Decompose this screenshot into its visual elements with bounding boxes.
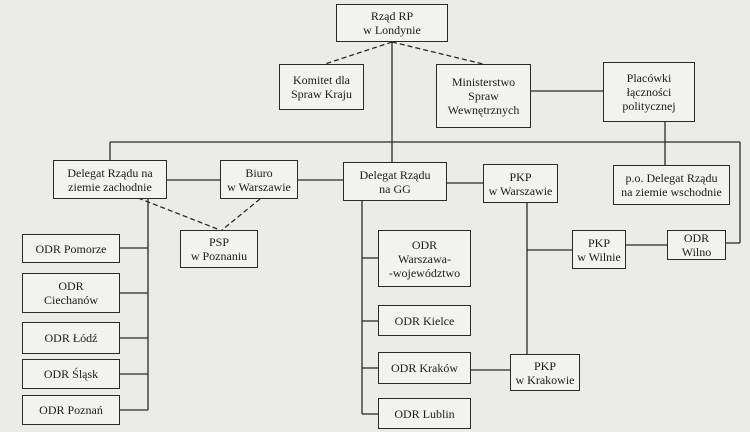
node-delegat-wschod: p.o. Delegat Rządu na ziemie wschodnie [613, 165, 730, 205]
node-pkp-warszawa: PKP w Warszawie [483, 164, 558, 203]
node-odr-poznan: ODR Poznań [22, 395, 120, 425]
node-delegat-zachod: Delegat Rządu na ziemie zachodnie [53, 160, 167, 199]
node-delegat-gg: Delegat Rządu na GG [343, 162, 447, 201]
node-odr-lublin: ODR Lublin [378, 398, 471, 429]
node-odr-pomorze: ODR Pomorze [22, 234, 120, 263]
node-pkp-krakow: PKP w Krakowie [510, 354, 580, 391]
node-placowki: Placówki łączności politycznej [603, 62, 695, 122]
node-odr-warszawa: ODR Warszawa- -województwo [378, 230, 471, 287]
dashed-link-zachod-psp [137, 197, 221, 231]
node-komitet: Komitet dla Spraw Kraju [279, 64, 364, 110]
dashed-link-rzad-komitet [324, 41, 393, 65]
node-odr-lodz: ODR Łódź [22, 322, 120, 354]
node-biuro: Biuro w Warszawie [220, 160, 298, 199]
dashed-link-rzad-msw [391, 41, 484, 65]
node-pkp-wilno: PKP w Wilnie [572, 230, 626, 269]
node-odr-ciechanow: ODR Ciechanów [22, 273, 120, 313]
node-rzad-rp: Rząd RP w Londynie [336, 4, 448, 42]
node-ministerstwo: Ministerstwo Spraw Wewnętrznych [436, 64, 531, 128]
node-odr-kielce: ODR Kielce [378, 305, 471, 336]
node-odr-slask: ODR Śląsk [22, 359, 120, 389]
node-odr-krakow: ODR Kraków [378, 352, 471, 384]
node-odr-wilno: ODR Wilno [667, 230, 726, 260]
node-psp: PSP w Poznaniu [180, 230, 258, 268]
dashed-link-biuro-psp [221, 198, 261, 231]
